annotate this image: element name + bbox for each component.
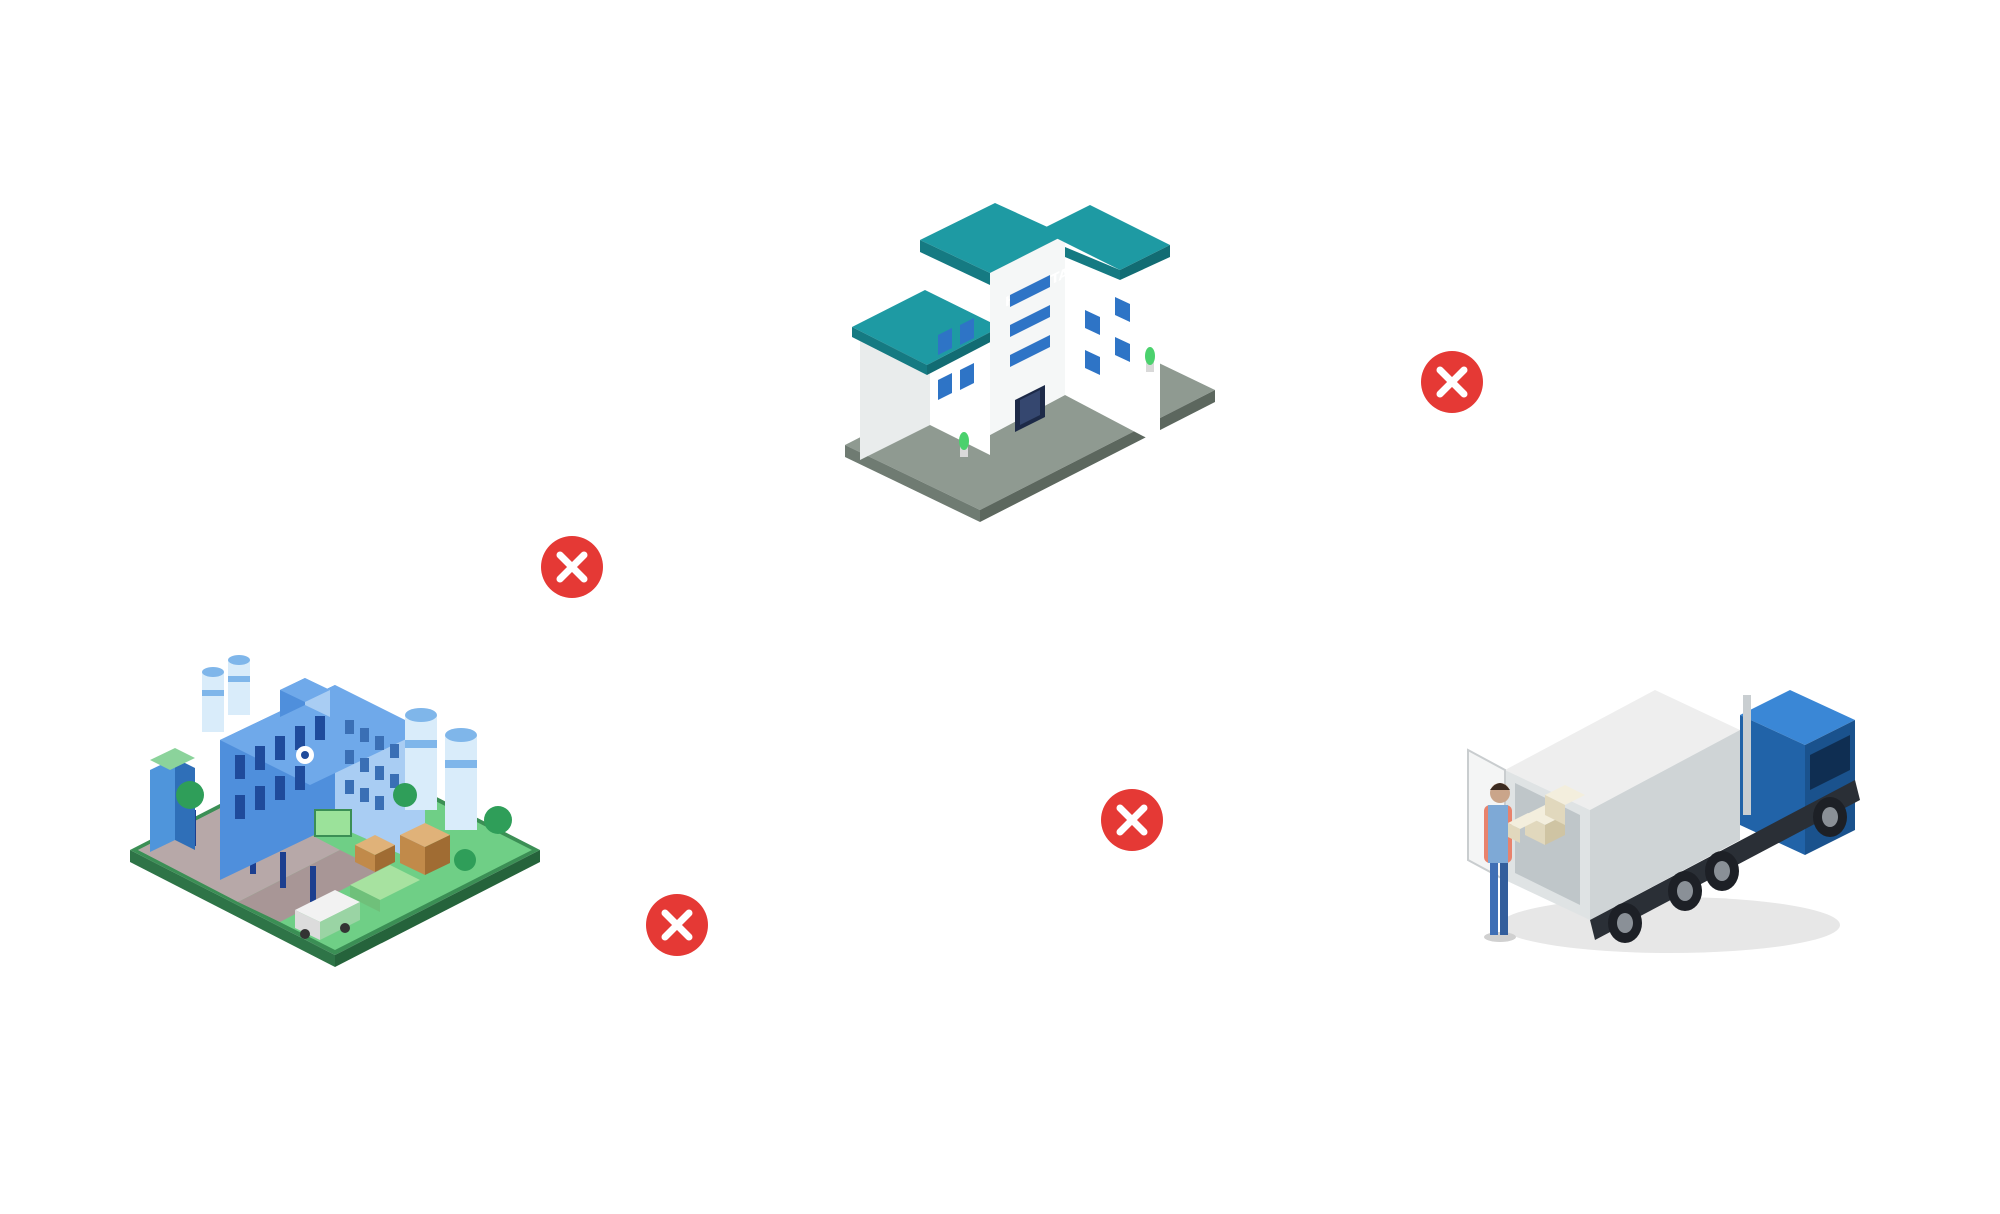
red-x-icon	[1101, 789, 1163, 851]
hospital-node: HOSPITAL	[840, 195, 1220, 535]
red-x-icon	[646, 894, 708, 956]
delivery-truck-icon	[1467, 690, 1860, 953]
broken-link-factory-truck-lower	[645, 893, 709, 957]
red-x-icon	[1421, 351, 1483, 413]
broken-link-hospital-truck	[1420, 350, 1484, 414]
truck-node	[1460, 655, 1880, 985]
broken-link-factory-hospital	[540, 535, 604, 599]
red-x-icon	[541, 536, 603, 598]
factory-node	[120, 650, 550, 1000]
factory-icon	[130, 655, 540, 967]
hospital-building-icon: HOSPITAL	[845, 203, 1215, 522]
broken-link-factory-truck-upper	[1100, 788, 1164, 852]
